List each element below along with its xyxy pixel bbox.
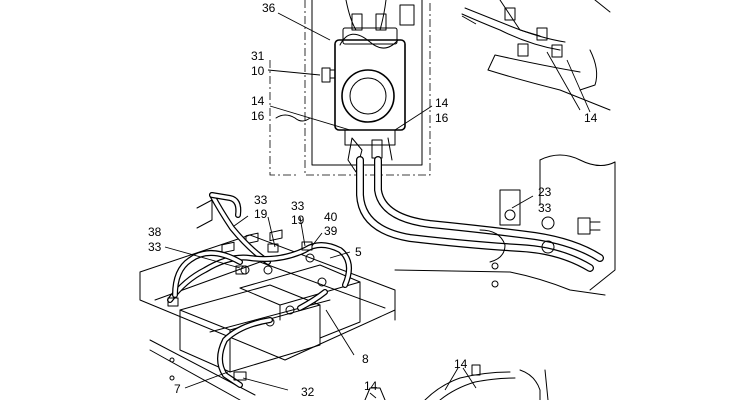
callout-16-right: 16	[435, 111, 449, 125]
callout-8: 8	[362, 352, 369, 366]
callout-23: 23	[538, 185, 552, 199]
callout-39: 39	[324, 224, 338, 238]
callout-10: 10	[251, 64, 265, 78]
mounting-plate	[269, 0, 431, 176]
callout-38: 38	[148, 225, 162, 239]
bottom-right-detail	[364, 364, 549, 400]
callout-14-bottom-a: 14	[364, 379, 378, 393]
callout-33-b: 33	[291, 199, 305, 213]
battery-box	[139, 229, 396, 400]
valve-block	[321, 0, 406, 173]
callout-36: 36	[262, 1, 276, 15]
callout-32: 32	[301, 385, 315, 399]
callout-7: 7	[174, 382, 181, 396]
callout-40: 40	[324, 210, 338, 224]
callout-14-bottom-b: 14	[454, 357, 468, 371]
callout-16-left: 16	[251, 109, 265, 123]
main-hoses	[356, 156, 606, 296]
callout-14-left: 14	[251, 94, 265, 108]
leader-lines	[164, 12, 591, 399]
callout-33-a: 33	[254, 193, 268, 207]
callout-5: 5	[355, 245, 362, 259]
callout-19-a: 19	[254, 207, 268, 221]
callout-14-topright: 14	[584, 111, 598, 125]
upper-right-detail	[461, 0, 611, 111]
callout-33-right: 33	[538, 201, 552, 215]
callout-14-right: 14	[435, 96, 449, 110]
battery-cables	[167, 192, 352, 388]
callout-19-b: 19	[291, 213, 305, 227]
callout-33-left: 33	[148, 240, 162, 254]
right-bracket	[479, 154, 616, 291]
callout-31: 31	[251, 49, 265, 63]
